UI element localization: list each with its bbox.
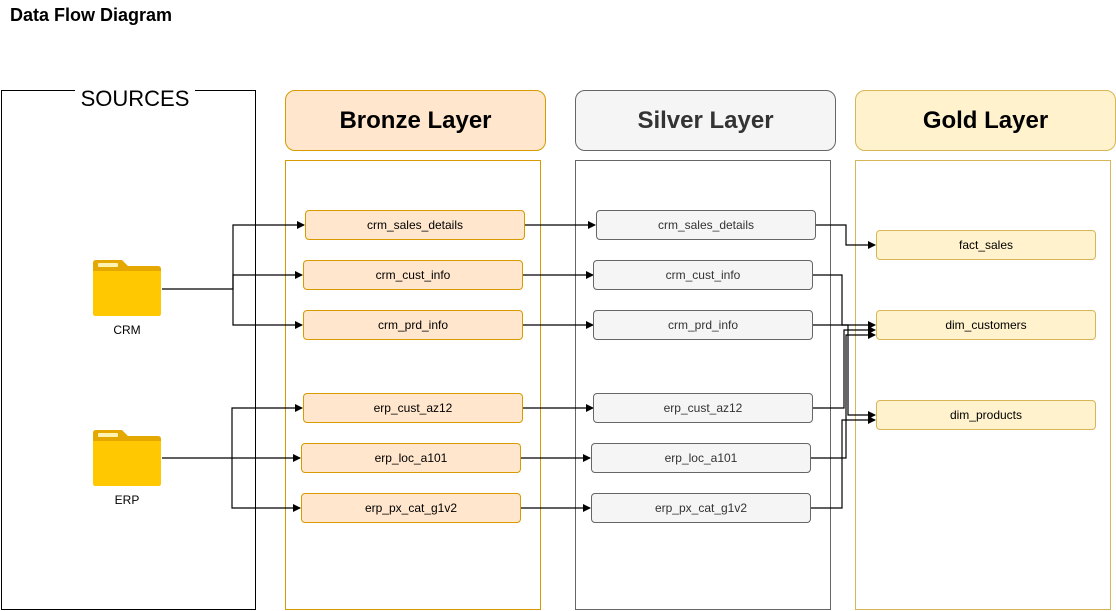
bronze-node-erp-cust-az12[interactable]: erp_cust_az12 <box>303 393 523 423</box>
edge-erp-to-bronze-cust <box>162 404 303 459</box>
bronze-node-crm-prd-info[interactable]: crm_prd_info <box>303 310 523 340</box>
bronze-node-erp-px-cat-g1v2[interactable]: erp_px_cat_g1v2 <box>301 493 521 523</box>
edge-cust-to-dim-customers <box>813 274 876 329</box>
silver-node-crm-prd-info[interactable]: crm_prd_info <box>593 310 813 340</box>
folder-icon <box>93 430 161 486</box>
folder-icon <box>93 260 161 316</box>
edge-prd-to-dim-products <box>813 324 876 419</box>
silver-layer-header: Silver Layer <box>575 90 836 151</box>
edge-az12-to-dim-customers <box>813 326 876 409</box>
silver-node-erp-cust-az12[interactable]: erp_cust_az12 <box>593 393 813 423</box>
bronze-node-crm-cust-info[interactable]: crm_cust_info <box>303 260 523 290</box>
gold-node-dim-customers[interactable]: dim_customers <box>876 310 1096 340</box>
silver-node-erp-px-cat-g1v2[interactable]: erp_px_cat_g1v2 <box>591 493 811 523</box>
edge-crm-to-bronze-prd <box>232 289 303 329</box>
silver-layer-container <box>575 160 831 610</box>
sources-title: SOURCES <box>75 85 195 113</box>
gold-node-dim-products[interactable]: dim_products <box>876 400 1096 430</box>
edge-crm-to-bronze-cust <box>232 271 303 289</box>
bronze-layer-header: Bronze Layer <box>285 90 546 151</box>
bronze-node-crm-sales-details[interactable]: crm_sales_details <box>305 210 525 240</box>
gold-layer-container <box>855 160 1111 610</box>
silver-node-crm-sales-details[interactable]: crm_sales_details <box>596 210 816 240</box>
edge-silver-to-fact-sales <box>816 224 876 249</box>
edge-cat-to-dim-products <box>811 416 876 509</box>
edge-loc-to-dim-customers <box>811 331 876 459</box>
edge-erp-to-bronze-cat <box>231 458 301 512</box>
crm-folder-icon <box>92 259 162 317</box>
silver-node-crm-cust-info[interactable]: crm_cust_info <box>593 260 813 290</box>
page-title: Data Flow Diagram <box>10 5 173 25</box>
sources-container <box>1 90 256 610</box>
source-label-erp: ERP <box>114 493 140 507</box>
bronze-node-erp-loc-a101[interactable]: erp_loc_a101 <box>301 443 521 473</box>
edge-crm-to-bronze-sales <box>162 221 305 290</box>
silver-node-erp-loc-a101[interactable]: erp_loc_a101 <box>591 443 811 473</box>
gold-layer-header: Gold Layer <box>855 90 1116 151</box>
gold-node-fact-sales[interactable]: fact_sales <box>876 230 1096 260</box>
bronze-layer-container <box>285 160 541 610</box>
source-label-crm: CRM <box>113 323 141 337</box>
erp-folder-icon <box>92 429 162 487</box>
